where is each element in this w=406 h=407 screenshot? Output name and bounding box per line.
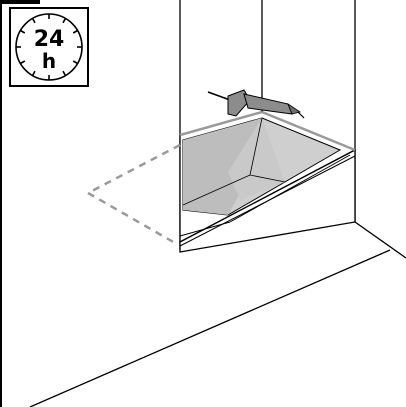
clock-ticks: [16, 14, 82, 80]
timer-unit: h: [42, 49, 56, 73]
sealant-bead: [179, 110, 356, 152]
timer-hours: 24: [34, 27, 65, 52]
timer-badge: 24 h: [9, 7, 89, 87]
bathtub: [179, 111, 357, 253]
frame: [0, 0, 40, 407]
dashed-seal-outline: [87, 143, 181, 245]
caulking-gun-icon: [207, 89, 305, 119]
tub-basin-shadow: [183, 118, 262, 215]
